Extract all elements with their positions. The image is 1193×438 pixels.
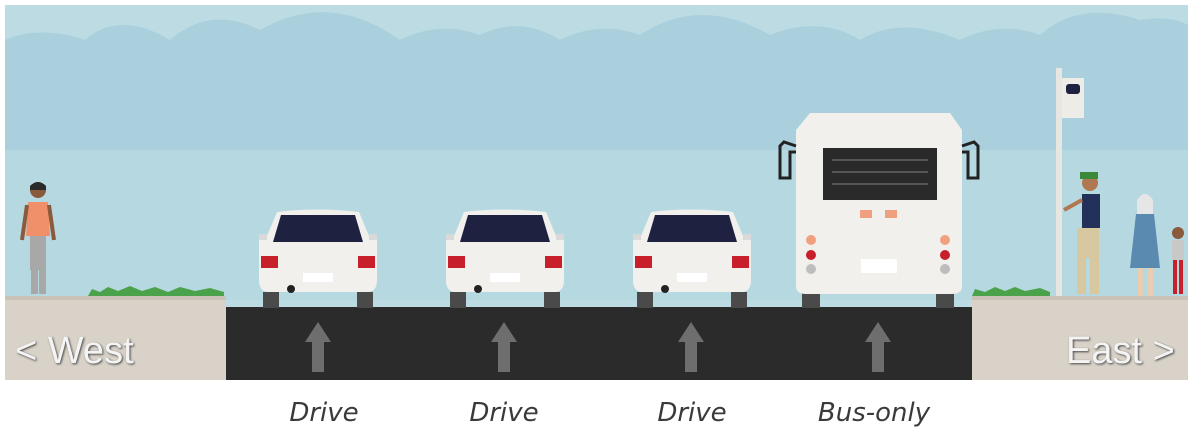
west-label: < West — [15, 330, 134, 373]
lane-label-3: Drive — [602, 398, 782, 428]
clouds — [5, 12, 1188, 150]
lane-label-2: Drive — [414, 398, 594, 428]
west-sidewalk-edge — [5, 296, 226, 300]
east-label: East > — [1066, 330, 1175, 373]
roadway — [226, 307, 972, 380]
lane-label-4: Bus-only — [784, 398, 964, 428]
bus — [780, 113, 978, 308]
lane-label-1: Drive — [234, 398, 414, 428]
east-sidewalk-edge — [972, 296, 1188, 300]
sky-gradient — [5, 150, 1188, 300]
